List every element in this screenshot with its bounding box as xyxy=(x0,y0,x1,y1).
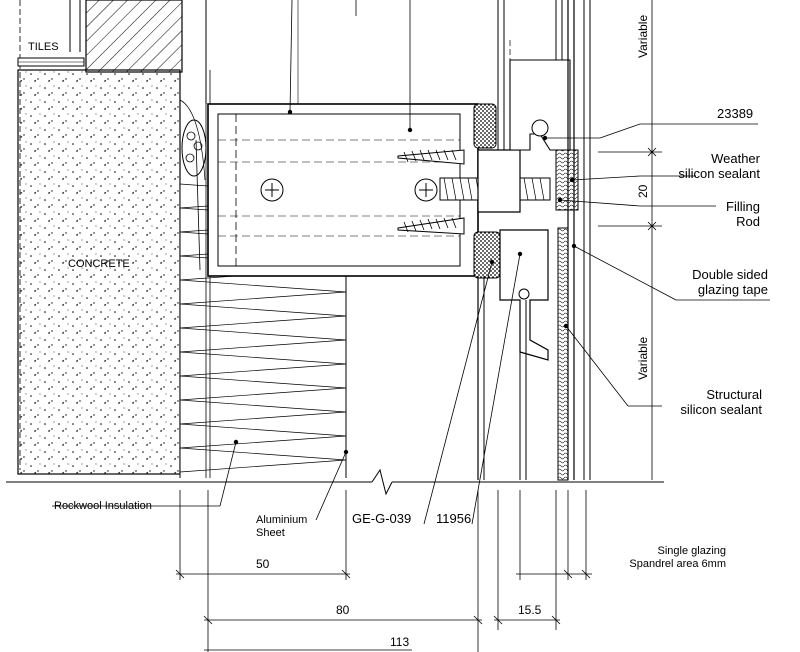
label-concrete: CONCRETE xyxy=(68,258,130,270)
label-filling-rod: Filling Rod xyxy=(680,199,760,230)
label-tape-line1: Double sided xyxy=(692,267,768,282)
label-structural-line2: silicon sealant xyxy=(680,401,762,417)
mullion-profile xyxy=(477,0,571,480)
glass-panes xyxy=(555,0,591,481)
dim-80: 80 xyxy=(336,603,350,617)
leader-lines xyxy=(52,0,770,525)
dim-variable-top: Variable xyxy=(636,14,650,58)
label-weather-line2: silicon sealant xyxy=(678,165,760,181)
label-weather-line1: Weather xyxy=(711,151,760,166)
label-single-glazing: Single glazing Spandrel area 6mm xyxy=(600,545,726,570)
label-aluminium-line2: Sheet xyxy=(256,526,285,539)
label-tiles: TILES xyxy=(28,41,59,53)
dim-variable-bottom: Variable xyxy=(636,336,650,380)
label-profile-code: 11956 xyxy=(436,511,472,526)
label-structural-line1: Structural xyxy=(706,387,762,402)
label-weather-sealant: Weather silicon sealant xyxy=(640,151,760,182)
aluminium-box-section xyxy=(207,103,479,277)
horizontal-dimensions xyxy=(175,490,592,652)
label-aluminium: Aluminium Sheet xyxy=(256,514,307,539)
dim-15-5: 15.5 xyxy=(518,603,542,617)
label-glazing-line2: Spandrel area 6mm xyxy=(629,557,726,570)
base-line xyxy=(6,468,664,496)
label-filling-line1: Filling xyxy=(726,199,760,214)
tiles-strip xyxy=(17,57,85,67)
label-glazing-line1: Single glazing xyxy=(657,545,727,557)
label-tape-line2: glazing tape xyxy=(697,281,768,297)
label-gasket-code: GE-G-039 xyxy=(352,511,412,526)
label-aluminium-line1: Aluminium xyxy=(256,514,308,526)
label-structural-sealant: Structural silicon sealant xyxy=(640,387,762,418)
dim-20: 20 xyxy=(636,184,650,198)
dim-113: 113 xyxy=(390,635,410,649)
anchor-seal xyxy=(179,99,207,181)
dim-50: 50 xyxy=(256,557,270,571)
label-rockwool: Rockwool Insulation xyxy=(54,500,152,512)
label-profile-top: 23389 xyxy=(717,106,754,121)
concrete-block xyxy=(17,69,181,475)
label-filling-line2: Rod xyxy=(736,213,760,229)
vertical-dimensions xyxy=(598,0,662,480)
label-glazing-tape: Double sided glazing tape xyxy=(660,267,768,298)
